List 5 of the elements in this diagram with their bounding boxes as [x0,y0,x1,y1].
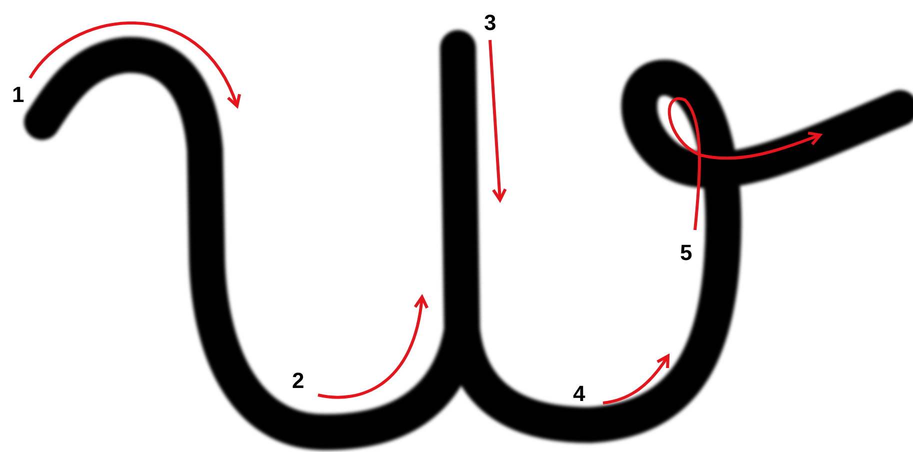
step-number: 2 [292,370,304,392]
step-number: 3 [484,12,496,34]
step-number: 5 [680,242,692,264]
step-number: 1 [12,84,24,106]
step-number: 4 [573,383,586,405]
